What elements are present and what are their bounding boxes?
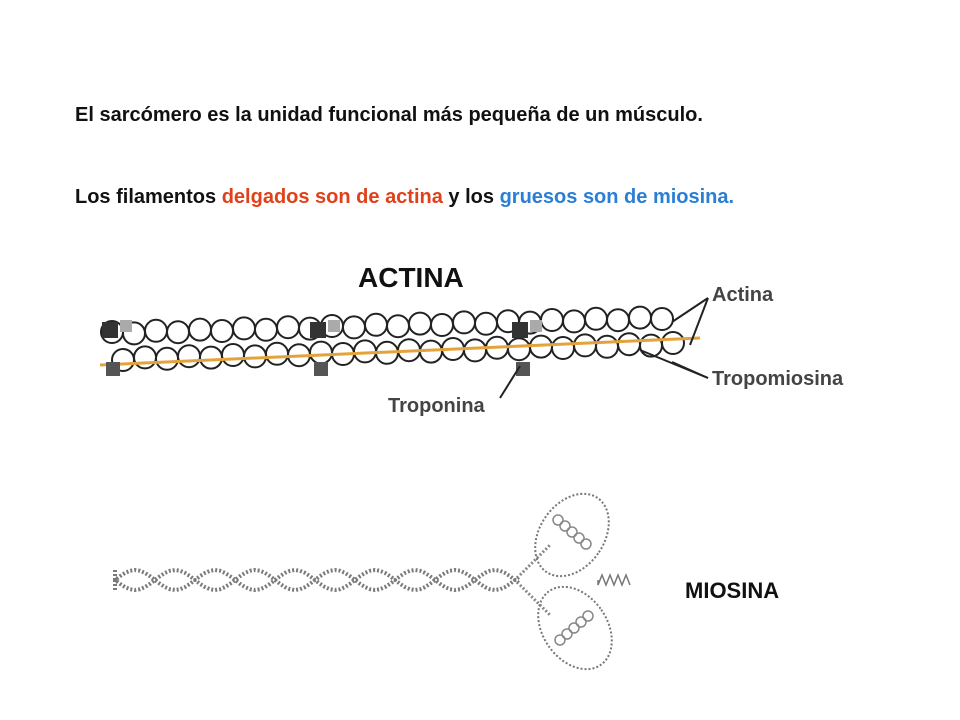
troponin-block <box>530 320 542 332</box>
actin-monomer <box>606 308 630 333</box>
actin-monomer <box>210 319 234 343</box>
actin-monomer <box>144 318 168 343</box>
actin-monomer <box>155 346 179 371</box>
thick-filaments-text: gruesos son de miosina. <box>499 186 735 208</box>
actin-monomer <box>309 340 333 365</box>
troponin-block <box>102 322 118 338</box>
filaments-text-start: Los filamentos <box>75 186 222 208</box>
actin-monomer <box>265 341 289 366</box>
label-tropomiosina: Tropomiosina <box>712 368 844 390</box>
troponin-block <box>106 362 120 376</box>
actin-monomer <box>342 315 366 340</box>
actin-monomer <box>551 336 575 360</box>
leader-lines <box>499 297 709 399</box>
actin-monomer <box>595 334 619 359</box>
troponin-block <box>310 322 326 338</box>
actin-monomer <box>276 315 300 340</box>
label-actina: Actina <box>712 284 774 306</box>
actin-monomer <box>364 312 388 337</box>
actina-title: ACTINA <box>358 262 464 293</box>
actin-monomer <box>221 343 245 367</box>
actin-monomer <box>474 311 498 336</box>
actin-monomer <box>617 332 641 357</box>
myosin-molecule <box>113 492 631 671</box>
troponin-block <box>314 362 328 376</box>
actin-monomer <box>452 310 476 335</box>
intro-sentence: El sarcómero es la unidad funcional más … <box>75 104 703 126</box>
actin-monomer <box>573 333 597 358</box>
troponin-block <box>328 320 340 332</box>
actin-monomer <box>639 333 663 358</box>
actin-monomer <box>254 317 278 342</box>
troponin-block <box>120 320 132 332</box>
troponin-block <box>516 362 530 376</box>
myosin-tail-strand <box>113 567 522 593</box>
actin-monomer <box>430 313 454 337</box>
myosin-zigzag <box>597 572 631 588</box>
actin-monomer <box>507 337 531 362</box>
filaments-text-mid: y los <box>442 186 500 208</box>
actin-monomer <box>661 331 685 355</box>
actin-monomer <box>650 307 674 331</box>
troponin-block <box>512 322 528 338</box>
actin-monomer <box>463 338 487 363</box>
actin-monomer <box>628 305 652 330</box>
troponin-complexes <box>102 320 542 376</box>
actin-monomer <box>386 314 410 339</box>
tropomyosin-strand <box>99 336 701 367</box>
actin-monomer <box>177 344 201 369</box>
actin-monomer <box>584 306 608 331</box>
label-troponina: Troponina <box>388 395 485 417</box>
myosin-head <box>534 492 610 578</box>
actin-monomer <box>166 320 190 345</box>
actin-monomer <box>232 316 256 341</box>
myosin-tail-strand <box>113 567 522 593</box>
actin-monomer <box>188 317 212 342</box>
actin-monomer <box>540 308 564 332</box>
actin-monomer <box>562 309 586 334</box>
actin-monomer <box>133 345 157 370</box>
miosina-title: MIOSINA <box>685 578 780 603</box>
myosin-head <box>537 585 613 671</box>
thin-filaments-text: delgados son de actina <box>221 186 443 208</box>
actin-monomer <box>408 311 432 336</box>
actin-monomer <box>199 345 223 370</box>
filaments-sentence: Los filamentos delgados son de actina y … <box>75 182 875 213</box>
